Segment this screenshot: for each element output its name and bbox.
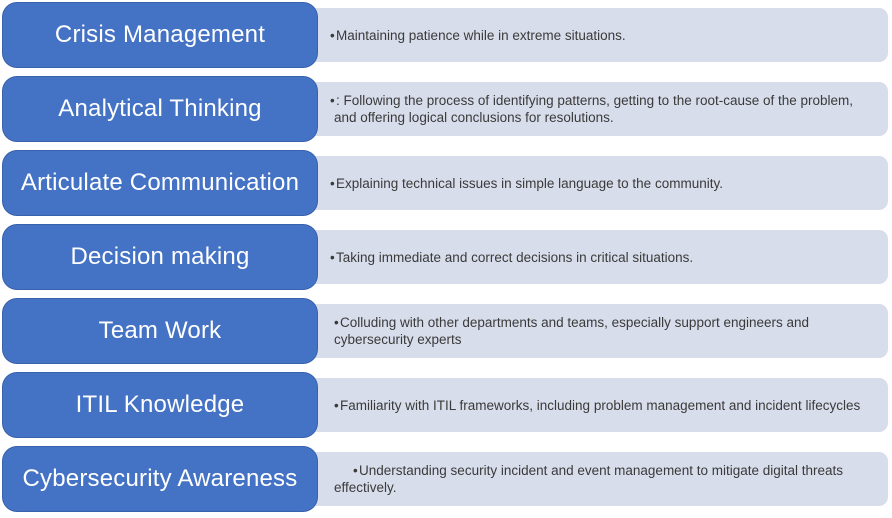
- bullet-marker: •: [330, 93, 335, 108]
- description-bar: •Explaining technical issues in simple l…: [304, 156, 888, 210]
- skill-row-cybersecurity-awareness: •Understanding security incident and eve…: [0, 446, 892, 512]
- description-bar: •Familiarity with ITIL frameworks, inclu…: [304, 378, 888, 432]
- skill-title: Team Work: [98, 317, 222, 344]
- skill-title-box: Decision making: [2, 224, 318, 290]
- skill-row-team-work: •Colluding with other departments and te…: [0, 298, 892, 364]
- bullet-marker: •: [330, 175, 335, 191]
- skill-title: Articulate Communication: [20, 169, 300, 196]
- bullet-marker: •: [330, 249, 335, 265]
- skill-title-box: ITIL Knowledge: [2, 372, 318, 438]
- skill-description: Maintaining patience while in extreme si…: [336, 27, 626, 43]
- skill-row-articulate-communication: •Explaining technical issues in simple l…: [0, 150, 892, 216]
- skill-description-block: •Maintaining patience while in extreme s…: [304, 27, 888, 44]
- skill-title-box: Articulate Communication: [2, 150, 318, 216]
- description-bar: •Understanding security incident and eve…: [304, 452, 888, 506]
- skill-description-block: •Understanding security incident and eve…: [304, 462, 888, 496]
- skill-title: Decision making: [70, 243, 250, 270]
- skill-title-box: Crisis Management: [2, 2, 318, 68]
- skill-title-box: Analytical Thinking: [2, 76, 318, 142]
- skill-title: ITIL Knowledge: [75, 391, 245, 418]
- skill-description-block: •Familiarity with ITIL frameworks, inclu…: [304, 397, 888, 414]
- bullet-marker: •: [353, 463, 358, 478]
- skill-row-crisis-management: •Maintaining patience while in extreme s…: [0, 2, 892, 68]
- skill-description-block: •Colluding with other departments and te…: [304, 314, 888, 348]
- skill-description: Taking immediate and correct decisions i…: [336, 249, 694, 265]
- skill-row-decision-making: •Taking immediate and correct decisions …: [0, 224, 892, 290]
- bullet-marker: •: [334, 397, 339, 413]
- skill-description: Explaining technical issues in simple la…: [336, 175, 723, 191]
- skill-description-block: •Taking immediate and correct decisions …: [304, 249, 888, 266]
- skill-title: Cybersecurity Awareness: [22, 465, 298, 492]
- description-bar: •Colluding with other departments and te…: [304, 304, 888, 358]
- skill-title-box: Cybersecurity Awareness: [2, 446, 318, 512]
- skill-description-block: •: Following the process of identifying …: [304, 92, 888, 126]
- description-bar: •: Following the process of identifying …: [304, 82, 888, 136]
- skill-row-itil-knowledge: •Familiarity with ITIL frameworks, inclu…: [0, 372, 892, 438]
- skill-description-block: •Explaining technical issues in simple l…: [304, 175, 888, 192]
- description-bar: •Maintaining patience while in extreme s…: [304, 8, 888, 62]
- skill-description: Colluding with other departments and tea…: [334, 315, 810, 347]
- skill-description: : Following the process of identifying p…: [334, 93, 854, 125]
- skill-title-box: Team Work: [2, 298, 318, 364]
- bullet-marker: •: [334, 315, 339, 330]
- description-bar: •Taking immediate and correct decisions …: [304, 230, 888, 284]
- bullet-marker: •: [330, 27, 335, 43]
- skill-title: Crisis Management: [54, 21, 266, 48]
- skill-description: Familiarity with ITIL frameworks, includ…: [340, 397, 861, 413]
- skill-title: Analytical Thinking: [58, 95, 262, 122]
- skill-description: Understanding security incident and even…: [334, 463, 844, 495]
- skill-row-analytical-thinking: •: Following the process of identifying …: [0, 76, 892, 142]
